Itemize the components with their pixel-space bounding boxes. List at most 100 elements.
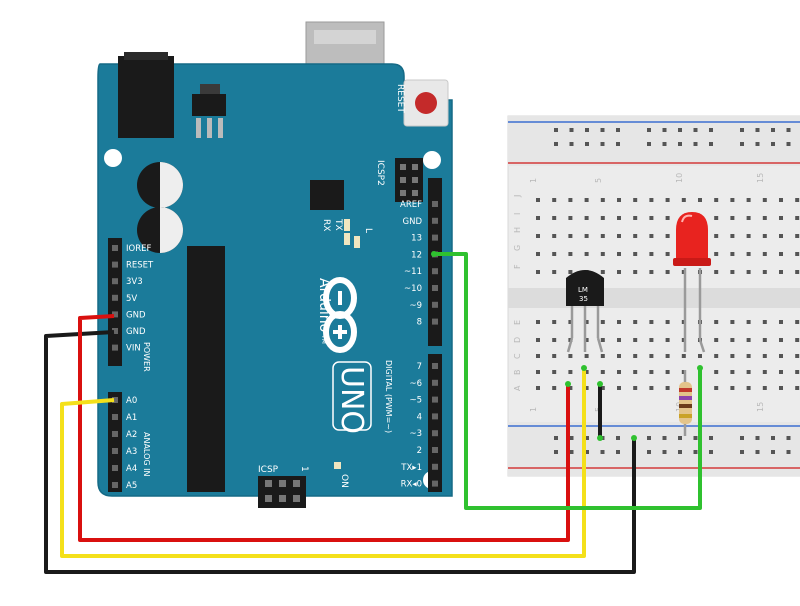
rail-hole: [709, 128, 713, 132]
reset-label: RESET: [395, 84, 405, 113]
breadboard-hole: [665, 370, 670, 374]
voltage-regulator-tab: [200, 84, 220, 94]
arduino-uno-board: RESET ICSP2 TX RX L Arduino TM UNO: [97, 21, 453, 508]
breadboard-hole: [617, 198, 621, 202]
breadboard-hole: [746, 320, 751, 324]
breadboard-hole: [746, 338, 751, 342]
breadboard-hole: [552, 320, 557, 324]
column-number: 1: [529, 178, 538, 183]
wire-end-jumper-top: [597, 381, 603, 387]
power-section-label: POWER: [142, 342, 151, 372]
icsp-header: [258, 476, 306, 508]
breadboard-hole: [584, 370, 589, 374]
rail-hole: [569, 450, 574, 454]
breadboard-hole: [665, 270, 670, 274]
breadboard-hole: [633, 270, 638, 274]
wire-a0-yellow: [60, 368, 586, 558]
breadboard-hole: [795, 370, 800, 374]
breadboard-hole: [649, 338, 654, 342]
header-pin: [432, 217, 438, 224]
breadboard-hole: [762, 252, 767, 256]
breadboard-hole: [714, 252, 719, 256]
digital-pin-label: ~9: [409, 301, 422, 311]
rail-hole: [755, 128, 760, 132]
power-pin-label: VIN: [126, 344, 141, 354]
digital-pin-label: 12: [411, 250, 422, 260]
row-letter: D: [513, 337, 522, 343]
breadboard-hole: [584, 320, 589, 324]
rail-hole: [585, 142, 589, 146]
breadboard-hole: [649, 252, 654, 256]
top-rail-holes: [554, 128, 791, 146]
breadboard-hole: [746, 386, 751, 390]
header-pin: [432, 447, 438, 453]
breadboard-hole: [746, 216, 751, 220]
breadboard-hole: [568, 370, 573, 374]
rail-hole: [740, 436, 744, 440]
red-led: [673, 212, 711, 353]
column-number: 1: [529, 407, 538, 412]
breadboard-hole: [600, 234, 605, 238]
wire-5v-red: [78, 314, 570, 542]
header-pin: [112, 397, 118, 403]
breadboard-hole: [746, 234, 751, 238]
breadboard-hole: [665, 198, 670, 202]
breadboard-hole: [633, 386, 638, 390]
reset-button[interactable]: [403, 79, 449, 127]
wire-end-red: [565, 381, 571, 387]
column-number: 15: [756, 402, 765, 412]
analog-pins: [112, 397, 118, 488]
dc-power-jack: [118, 56, 174, 138]
header-pin: [112, 431, 118, 437]
rail-hole: [569, 128, 574, 132]
header-pin: [112, 311, 118, 318]
digital-pin-label: AREF: [400, 200, 422, 210]
breadboard-hole: [617, 386, 621, 390]
rail-hole: [755, 142, 760, 146]
breadboard-hole: [633, 216, 638, 220]
breadboard-hole: [600, 370, 605, 374]
icsp-pin1-label: 1: [299, 466, 309, 472]
breadboard-hole: [536, 338, 540, 342]
breadboard-hole: [633, 354, 638, 358]
rail-hole: [771, 450, 775, 454]
header-pin: [112, 294, 118, 301]
breadboard-hole: [600, 198, 605, 202]
header-pin: [432, 413, 438, 420]
rail-hole: [678, 450, 682, 454]
breadboard-hole: [568, 252, 573, 256]
power-pin-label: IOREF: [126, 244, 151, 254]
header-pin: [112, 414, 118, 420]
digital-pin-label: 4: [417, 412, 422, 422]
rail-hole: [693, 142, 698, 146]
breadboard-hole: [795, 386, 800, 390]
rail-hole: [616, 450, 620, 454]
column-number: 10: [675, 173, 684, 183]
digital-header-top: [428, 178, 442, 346]
breadboard-holes-top: [536, 198, 800, 274]
header-pin: [432, 430, 438, 437]
breadboard-hole: [746, 370, 751, 374]
breadboard-hole: [762, 370, 767, 374]
breadboard-hole: [600, 216, 605, 220]
breadboard-hole: [779, 270, 783, 274]
rail-hole: [647, 142, 651, 146]
regulator-pin-3: [218, 118, 223, 138]
wire-end-black: [631, 435, 637, 441]
trademark-label: TM: [320, 334, 327, 344]
breadboard-hole: [762, 216, 767, 220]
breadboard-hole: [536, 370, 540, 374]
rail-hole: [647, 436, 651, 440]
breadboard-hole: [665, 320, 670, 324]
header-pin: [432, 463, 438, 470]
breadboard-hole: [714, 386, 719, 390]
breadboard-hole: [779, 354, 783, 358]
rail-hole: [771, 142, 775, 146]
row-letter: C: [513, 353, 522, 359]
breadboard-hole: [552, 252, 557, 256]
breadboard-hole: [600, 386, 605, 390]
breadboard-hole: [649, 270, 654, 274]
